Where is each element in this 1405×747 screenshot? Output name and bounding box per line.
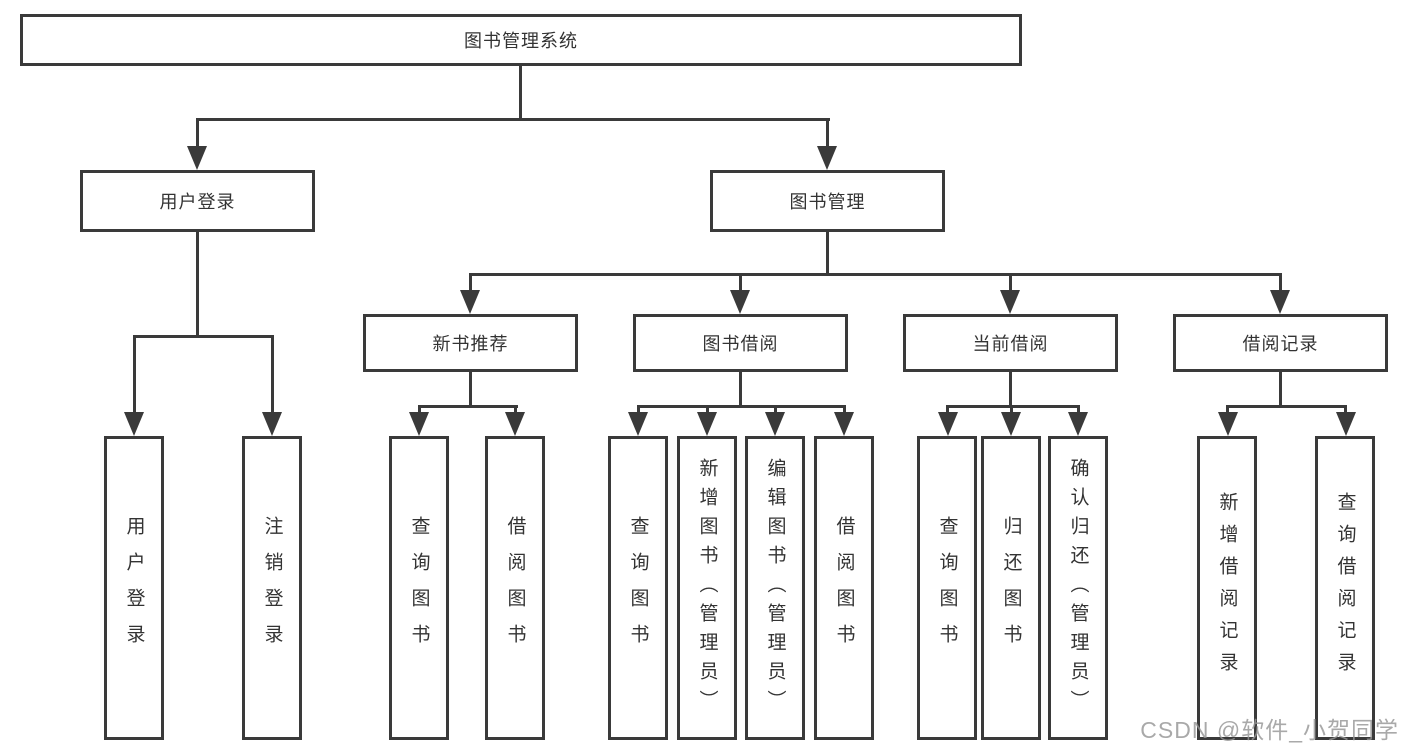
node-label: 查询图书: [936, 516, 958, 660]
connector-line: [1279, 372, 1282, 408]
node-new-book-recommend: 新书推荐: [363, 314, 578, 372]
connector-line: [637, 405, 640, 415]
connector-line: [1009, 372, 1012, 408]
node-label: 查询图书: [627, 516, 649, 660]
arrowhead-down-icon: [1270, 290, 1290, 314]
node-label: 新书推荐: [432, 334, 509, 354]
node-label: 确认归还（管理员）: [1067, 457, 1089, 719]
watermark: CSDN @软件_小贺同学: [1140, 717, 1399, 743]
leaf-query-borrow-record: 查询借阅记录: [1315, 436, 1375, 740]
node-root: 图书管理系统: [20, 14, 1022, 66]
arrowhead-down-icon: [730, 290, 750, 314]
node-user-login: 用户登录: [80, 170, 315, 232]
connector-line: [637, 405, 846, 408]
node-label: 借阅图书: [833, 516, 855, 660]
connector-line: [133, 335, 136, 412]
leaf-logout: 注销登录: [242, 436, 302, 740]
arrowhead-down-icon: [187, 146, 207, 170]
node-label: 图书借阅: [702, 334, 779, 354]
connector-line: [826, 232, 829, 276]
arrowhead-down-icon: [1068, 412, 1088, 436]
arrowhead-down-icon: [409, 412, 429, 436]
connector-line: [1344, 405, 1347, 415]
connector-line: [946, 405, 949, 415]
connector-line: [469, 273, 472, 293]
node-label: 查询借阅记录: [1334, 492, 1356, 684]
connector-line: [826, 118, 829, 150]
arrowhead-down-icon: [1336, 412, 1356, 436]
node-label: 注销登录: [261, 516, 283, 660]
arrowhead-down-icon: [938, 412, 958, 436]
arrowhead-down-icon: [628, 412, 648, 436]
connector-line: [196, 232, 199, 338]
arrowhead-down-icon: [765, 412, 785, 436]
node-label: 图书管理: [789, 192, 866, 212]
connector-line: [1226, 405, 1347, 408]
leaf-confirm-return-admin: 确认归还（管理员）: [1048, 436, 1108, 740]
arrowhead-down-icon: [697, 412, 717, 436]
leaf-borrow-book-1: 借阅图书: [485, 436, 545, 740]
arrowhead-down-icon: [505, 412, 525, 436]
leaf-query-book-3: 查询图书: [917, 436, 977, 740]
arrowhead-down-icon: [834, 412, 854, 436]
connector-line: [271, 335, 274, 412]
connector-line: [1009, 273, 1012, 293]
arrowhead-down-icon: [1218, 412, 1238, 436]
arrowhead-down-icon: [1001, 412, 1021, 436]
connector-line: [469, 273, 1282, 276]
connector-line: [196, 118, 199, 150]
arrowhead-down-icon: [124, 412, 144, 436]
node-label: 借阅记录: [1242, 334, 1319, 354]
connector-line: [519, 66, 522, 121]
node-current-borrow: 当前借阅: [903, 314, 1118, 372]
connector-line: [1226, 405, 1229, 415]
connector-line: [1077, 405, 1080, 415]
node-book-borrow: 图书借阅: [633, 314, 848, 372]
connector-line: [739, 372, 742, 408]
connector-line: [418, 405, 518, 408]
connector-line: [1010, 405, 1013, 415]
connector-line: [706, 405, 709, 415]
leaf-user-login: 用户登录: [104, 436, 164, 740]
leaf-add-borrow-record: 新增借阅记录: [1197, 436, 1257, 740]
connector-line: [133, 335, 274, 338]
node-label: 用户登录: [159, 192, 236, 212]
connector-line: [514, 405, 517, 415]
node-label: 当前借阅: [972, 334, 1049, 354]
leaf-query-book-2: 查询图书: [608, 436, 668, 740]
connector-line: [946, 405, 1080, 408]
arrowhead-down-icon: [460, 290, 480, 314]
node-label: 用户登录: [123, 516, 145, 660]
node-label: 新增图书（管理员）: [696, 457, 718, 719]
connector-line: [774, 405, 777, 415]
connector-line: [739, 273, 742, 293]
arrowhead-down-icon: [817, 146, 837, 170]
node-label: 查询图书: [408, 516, 430, 660]
connector-line: [843, 405, 846, 415]
leaf-borrow-book-2: 借阅图书: [814, 436, 874, 740]
leaf-add-book-admin: 新增图书（管理员）: [677, 436, 737, 740]
node-label: 借阅图书: [504, 516, 526, 660]
connector-line: [196, 118, 830, 121]
node-label: 编辑图书（管理员）: [764, 457, 786, 719]
arrowhead-down-icon: [262, 412, 282, 436]
connector-line: [1279, 273, 1282, 293]
arrowhead-down-icon: [1000, 290, 1020, 314]
connector-line: [469, 372, 472, 408]
leaf-edit-book-admin: 编辑图书（管理员）: [745, 436, 805, 740]
connector-line: [418, 405, 421, 415]
leaf-return-book: 归还图书: [981, 436, 1041, 740]
node-label: 图书管理系统: [464, 31, 578, 51]
leaf-query-book-1: 查询图书: [389, 436, 449, 740]
node-label: 新增借阅记录: [1216, 492, 1238, 684]
node-book-management: 图书管理: [710, 170, 945, 232]
node-label: 归还图书: [1000, 516, 1022, 660]
node-borrow-record: 借阅记录: [1173, 314, 1388, 372]
